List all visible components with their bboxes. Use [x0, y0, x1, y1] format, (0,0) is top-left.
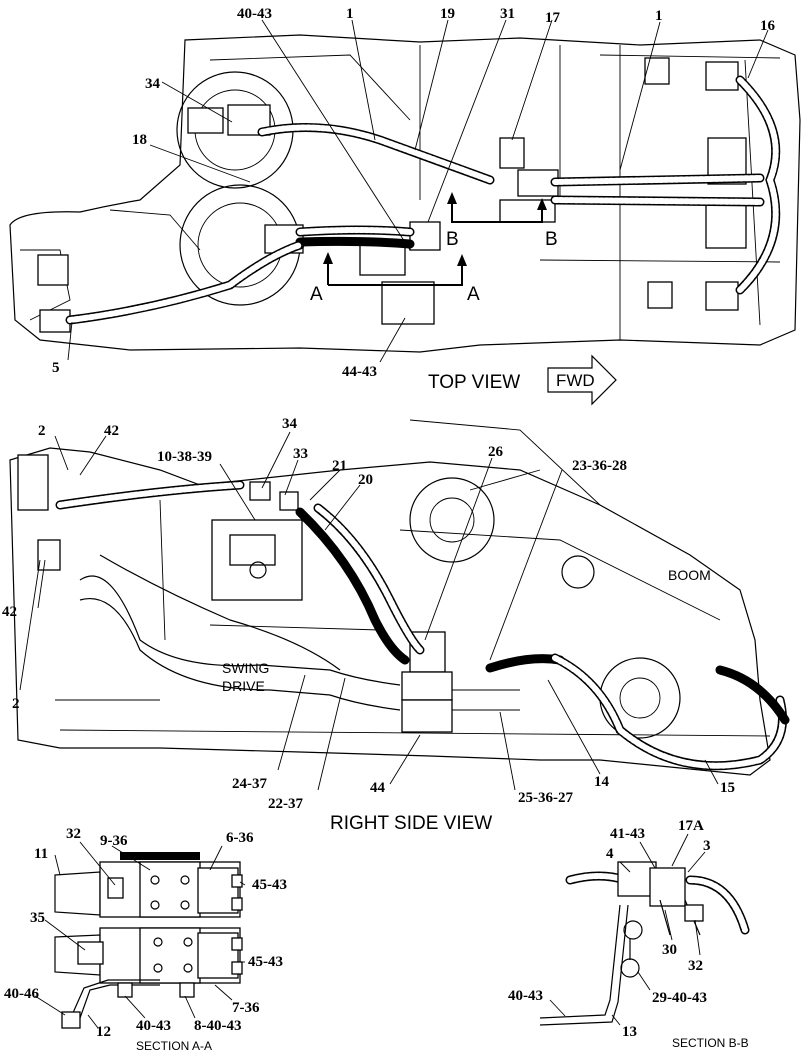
section-b-title: SECTION B-B	[672, 1036, 749, 1050]
callout: 1	[346, 6, 354, 22]
section-letter-a-left: A	[310, 284, 323, 305]
callout: 15	[720, 780, 735, 796]
callout: 14	[594, 774, 610, 790]
callout: 18	[132, 132, 147, 148]
callout: 19	[440, 6, 455, 22]
callout: 16	[760, 18, 776, 34]
callout: 4	[606, 846, 614, 862]
callout: 40-43	[237, 6, 272, 22]
callout: 34	[145, 76, 161, 92]
callout: 42	[2, 604, 17, 620]
top-view	[9, 19, 801, 406]
callout: 25-36-27	[518, 790, 573, 806]
callout: 34	[282, 416, 298, 432]
callout: 31	[500, 6, 515, 22]
callout: 12	[96, 1024, 111, 1040]
swing-label: SWING	[222, 660, 269, 676]
callout: 21	[332, 458, 347, 474]
callout: 5	[52, 360, 60, 376]
section-letter-b-left: B	[446, 229, 459, 250]
callout: 44-43	[342, 364, 377, 380]
callout: 11	[34, 846, 48, 862]
callout: 17A	[678, 818, 704, 834]
callout: 2	[38, 423, 46, 439]
callout: 33	[293, 446, 308, 462]
callout: 7-36	[232, 1000, 260, 1016]
callout: 26	[488, 444, 504, 460]
callout: 17	[545, 10, 561, 26]
callout: 3	[703, 838, 711, 854]
callout: 22-37	[268, 796, 303, 812]
callout: 1	[655, 8, 663, 24]
callout: 40-43	[508, 988, 543, 1004]
callout: 2	[12, 696, 20, 712]
section-a-a	[34, 841, 246, 1029]
section-b-callouts: 41-43 17A 3 4 30 32 29-40-43 40-43 13	[508, 818, 711, 1040]
drive-label: DRIVE	[222, 678, 265, 694]
callout: 30	[662, 942, 677, 958]
callout: 20	[358, 472, 373, 488]
boom-label: BOOM	[668, 567, 711, 583]
right-side-view-title: RIGHT SIDE VIEW	[330, 813, 492, 834]
callout: 32	[66, 826, 81, 842]
callout: 35	[30, 910, 45, 926]
callout: 29-40-43	[652, 990, 707, 1006]
right-side-view	[9, 419, 790, 791]
callout: 9-36	[100, 833, 128, 849]
section-letter-a-right: A	[467, 284, 480, 305]
callout: 6-36	[226, 830, 254, 846]
top-view-callouts: 40-43 1 19 31 17 1 16 34 18 5 44-43	[52, 6, 776, 380]
section-letter-b-right: B	[545, 229, 558, 250]
callout: 10-38-39	[157, 449, 212, 465]
section-a-callouts: 9-36 6-36 32 11 45-43 35 45-43 40-46 12 …	[4, 826, 287, 1040]
section-a-title: SECTION A-A	[136, 1039, 212, 1053]
callout: 44	[370, 780, 386, 796]
callout: 41-43	[610, 826, 645, 842]
callout: 8-40-43	[194, 1018, 242, 1034]
callout: 24-37	[232, 776, 267, 792]
callout: 42	[104, 423, 119, 439]
callout: 40-43	[136, 1018, 171, 1034]
section-b-b	[539, 833, 750, 1026]
callout: 13	[622, 1024, 637, 1040]
section-letters: A A B B	[310, 229, 558, 305]
callout: 40-46	[4, 986, 39, 1002]
view-titles: TOP VIEW FWD RIGHT SIDE VIEW SECTION A-A…	[136, 371, 749, 1053]
side-view-callouts: 2 42 34 33 10-38-39 21 20 26 23-36-28 42…	[2, 416, 735, 812]
callout: 45-43	[252, 877, 287, 893]
fwd-label: FWD	[556, 371, 595, 390]
callout: 45-43	[248, 954, 283, 970]
callout: 23-36-28	[572, 458, 627, 474]
callout: 32	[688, 958, 703, 974]
top-view-title: TOP VIEW	[428, 372, 520, 393]
